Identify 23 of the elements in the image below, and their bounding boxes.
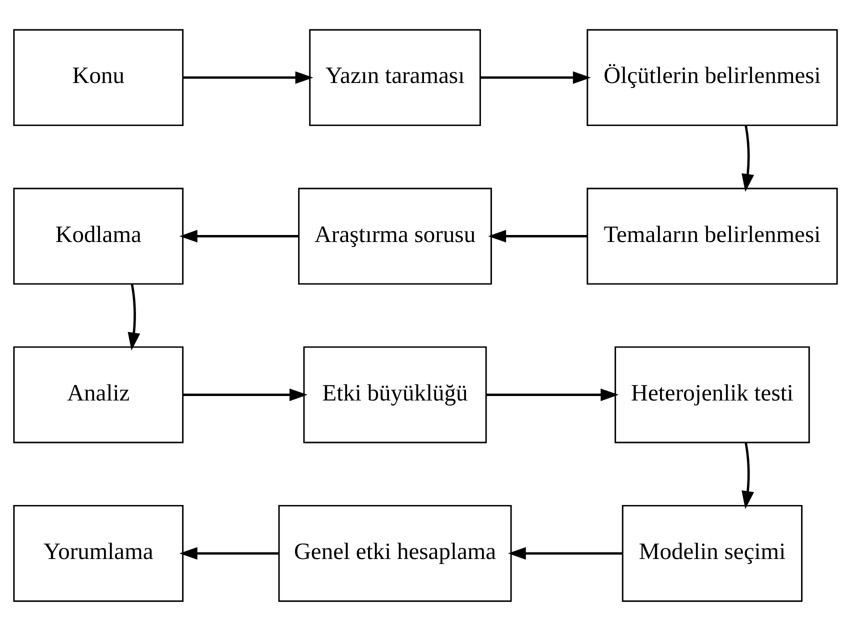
node-box: Etki büyüklüğü [303, 346, 487, 444]
node-box: Heterojenlik testi [614, 346, 810, 444]
node-box: Kodlama [13, 188, 184, 285]
node-box: Konu [13, 29, 184, 126]
arrow [182, 71, 314, 84]
arrow [128, 284, 140, 350]
arrow [508, 547, 622, 560]
arrow [742, 125, 754, 192]
arrow [179, 547, 279, 560]
node-box: Araştırma sorusu [298, 188, 492, 285]
node-box: Modelin seçimi [622, 504, 803, 602]
arrow [486, 388, 619, 402]
node-box: Temaların belirlenmesi [586, 188, 838, 285]
arrow [742, 442, 754, 510]
arrow [179, 230, 299, 242]
node-box: Yorumlama [13, 504, 184, 602]
arrow [182, 388, 308, 402]
node-box: Analiz [13, 346, 184, 444]
node-box: Yazın taraması [309, 29, 481, 126]
node-box: Ölçütlerin belirlenmesi [586, 29, 838, 126]
node-box: Genel etki hesaplama [278, 504, 512, 602]
arrow [488, 230, 588, 242]
arrow [480, 71, 591, 84]
